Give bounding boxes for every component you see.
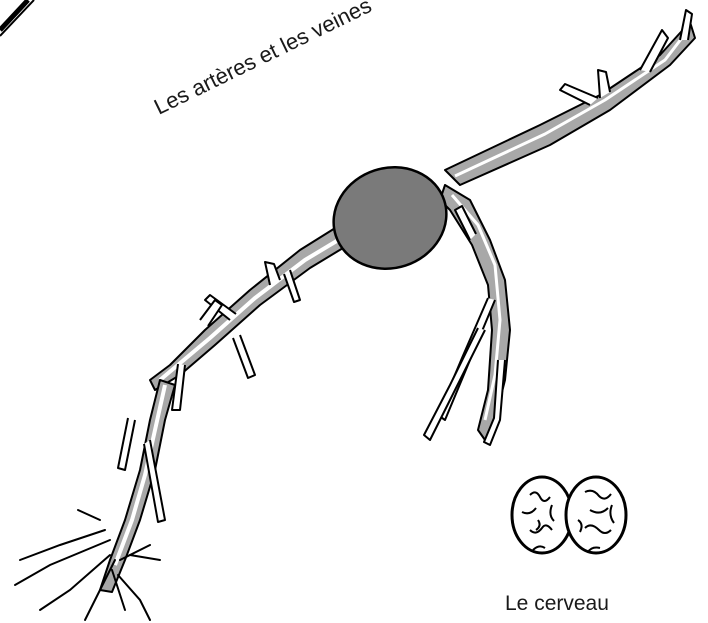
right-upper-vessel bbox=[445, 10, 695, 185]
heart-icon bbox=[320, 153, 459, 283]
brain-icon bbox=[512, 477, 626, 553]
left-vessel bbox=[100, 225, 348, 592]
brain-label: Le cerveau bbox=[505, 592, 609, 616]
corner-mark bbox=[0, 0, 34, 36]
